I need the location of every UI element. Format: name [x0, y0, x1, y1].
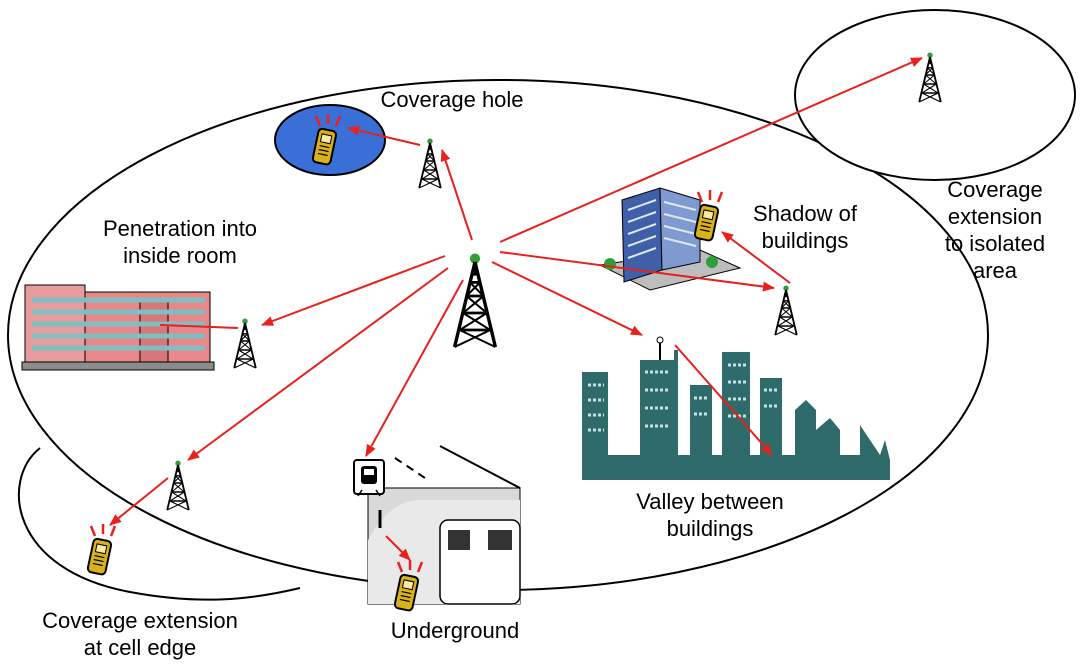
track-line-dashed	[394, 457, 426, 479]
arrow-to-valley	[674, 344, 773, 456]
arrow-to-valley-top	[491, 261, 643, 336]
office-tower-icon	[598, 187, 742, 291]
arrow-to-room-tower	[261, 255, 446, 326]
arrow-into-room	[159, 324, 239, 329]
shadow-antenna-tower-icon	[774, 284, 798, 336]
hole-antenna-tower-icon	[418, 137, 442, 189]
arrow-to-edge-phone	[109, 477, 169, 526]
label-penetration: Penetration into inside room	[102, 216, 258, 268]
city-skyline-icon	[582, 336, 890, 480]
edge-antenna-tower-icon	[166, 459, 190, 511]
arrow-to-underground	[365, 279, 464, 457]
hotel-building-icon	[21, 284, 215, 371]
label-shadow: Shadow of buildings	[753, 201, 857, 253]
track-line	[439, 445, 521, 489]
cell-edge-ellipse	[17, 447, 301, 601]
arrow-to-hole-phone	[347, 125, 421, 146]
edge-mobile-phone-icon	[85, 522, 117, 577]
arrow-to-hole-tower	[440, 149, 473, 241]
label-underground: Underground	[390, 618, 520, 643]
central-antenna-tower-icon	[452, 251, 498, 349]
train-sign-icon	[353, 459, 385, 497]
arrow-to-edge-tower	[187, 267, 449, 461]
label-cell-edge: Coverage extension at cell edge	[42, 608, 238, 660]
label-valley: Valley between buildings	[636, 489, 784, 541]
label-isolated: Coverage extension to isolated area	[944, 177, 1046, 283]
subway-train-icon	[367, 487, 521, 605]
label-coverage-hole: Coverage hole	[380, 87, 524, 112]
room-antenna-tower-icon	[233, 317, 257, 369]
arrow-to-underground-phone	[385, 535, 411, 561]
signal-arrows	[109, 57, 923, 561]
shadow-mobile-phone-icon	[692, 188, 724, 243]
arrow-to-shadow-tower	[499, 251, 775, 292]
arrow-to-shadow-phone	[721, 231, 791, 284]
arrow-to-isolated	[499, 57, 923, 243]
